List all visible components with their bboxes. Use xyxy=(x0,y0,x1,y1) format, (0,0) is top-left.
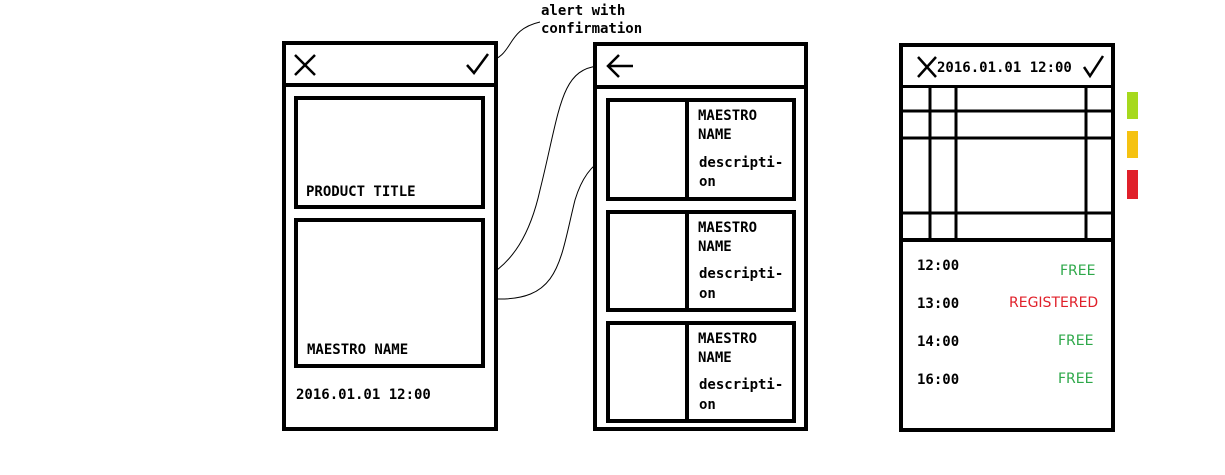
slot-status[interactable]: REGISTERED xyxy=(1009,295,1099,311)
list-item-desc-line1: descripti- xyxy=(699,266,784,282)
product-title: PRODUCT TITLE xyxy=(306,184,416,200)
screen1-header-divider xyxy=(282,83,498,87)
list-item-divider xyxy=(685,98,689,201)
list-item-name-line2: NAME xyxy=(698,239,732,255)
annotation-line-1: alert with xyxy=(541,3,626,19)
slot-status[interactable]: FREE xyxy=(1058,371,1094,387)
list-item-name-line1: MAESTRO xyxy=(698,108,758,124)
maestro-name: MAESTRO NAME xyxy=(307,342,409,358)
list-item-desc-line1: descripti- xyxy=(699,155,784,171)
list-item-name-line2: NAME xyxy=(698,350,732,366)
legend-swatch-red xyxy=(1127,170,1138,199)
list-item-desc-line2: on xyxy=(699,397,716,413)
screen3-header-divider xyxy=(899,85,1115,88)
screen-maestro-list xyxy=(593,42,808,431)
check-icon[interactable] xyxy=(466,53,490,77)
check-icon[interactable] xyxy=(1082,55,1105,79)
list-item-divider xyxy=(685,210,689,312)
slot-time: 13:00 xyxy=(917,296,960,312)
slot-time: 16:00 xyxy=(917,372,960,388)
list-item-name-line1: MAESTRO xyxy=(698,220,758,236)
list-item[interactable] xyxy=(606,321,796,423)
annotation-line-2: confirmation xyxy=(541,21,643,37)
legend-swatch-yellow xyxy=(1127,131,1138,158)
close-icon[interactable] xyxy=(916,55,938,79)
list-item-name-line1: MAESTRO xyxy=(698,331,758,347)
slot-time: 12:00 xyxy=(917,258,960,274)
legend-swatch-green xyxy=(1127,92,1138,119)
list-item-desc-line2: on xyxy=(699,174,716,190)
schedule-header-datetime: 2016.01.01 12:00 xyxy=(937,60,1072,76)
screen2-header-divider xyxy=(593,85,808,89)
close-icon[interactable] xyxy=(293,53,317,77)
screen-schedule xyxy=(899,43,1115,432)
list-item[interactable] xyxy=(606,98,796,201)
list-item-desc-line1: descripti- xyxy=(699,377,784,393)
slot-status[interactable]: FREE xyxy=(1060,263,1096,279)
list-item-desc-line2: on xyxy=(699,286,716,302)
slot-time: 14:00 xyxy=(917,334,960,350)
back-arrow-icon[interactable] xyxy=(605,54,635,78)
maestro-card[interactable] xyxy=(294,218,485,368)
list-item-divider xyxy=(685,321,689,423)
slot-status[interactable]: FREE xyxy=(1058,333,1094,349)
list-item-name-line2: NAME xyxy=(698,127,732,143)
calendar-grid[interactable] xyxy=(899,86,1115,242)
list-item[interactable] xyxy=(606,210,796,312)
appointment-datetime: 2016.01.01 12:00 xyxy=(296,387,431,403)
product-card[interactable] xyxy=(294,96,485,209)
